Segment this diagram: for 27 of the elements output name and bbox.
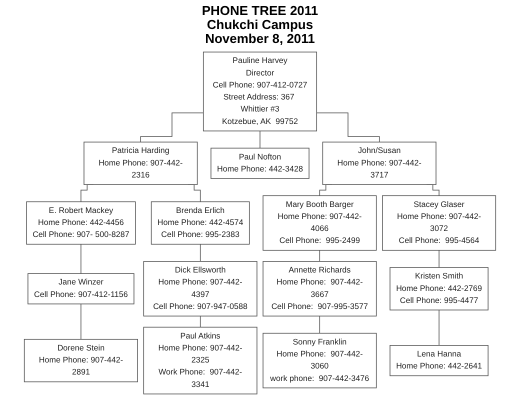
node-box: Dick Ellsworth Home Phone: 907-442-4397 Cell Phone: 907-947-0588: [143, 261, 258, 316]
node-box: Jane Winzer Cell Phone: 907-412-1156: [28, 273, 134, 304]
connector: [140, 112, 204, 142]
connector: [319, 250, 320, 262]
node-box: Paul Atkins Home Phone: 907-442-2325 Work Phone: 907-442-3341: [143, 326, 258, 394]
connector: [80, 304, 82, 340]
connector: [200, 316, 201, 328]
node-box: Pauline Harvey Director Cell Phone: 907-412-0727 Street Address: 367 Whittier #3 Kotzebue, AK 99752: [202, 52, 318, 132]
node-box: Lena Hanna Home Phone: 442-2641: [390, 345, 488, 376]
diagram-title: PHONE TREE 2011 Chukchi Campus November 8, 2011: [200, 4, 320, 46]
node-box: Brenda Erlich Home Phone: 442-4574 Cell Phone: 995-2383: [150, 201, 250, 245]
connector: [438, 250, 440, 268]
node-box: Paul Nofton Home Phone: 442-3428: [210, 148, 310, 179]
node-box: Patricia Harding Home Phone: 907-442-2316: [84, 142, 198, 185]
connector: [200, 244, 201, 262]
node-box: Sonny Franklin Home Phone: 907-442-3060 work phone: 907-442-3476: [262, 332, 377, 388]
connector: [319, 316, 320, 334]
node-box: Kristen Smith Home Phone: 442-2769 Cell Phone: 995-4477: [390, 267, 488, 310]
connector: [438, 310, 440, 346]
node-box: Dorene Stein Home Phone: 907-442-2891: [24, 338, 138, 382]
node-box: E. Robert Mackey Home Phone: 442-4456 Cell Phone: 907- 500-8287: [26, 201, 136, 245]
node-box: John/Susan Home Phone: 907-442-3717: [322, 142, 436, 185]
connector: [316, 112, 380, 142]
node-box: Stacey Glaser Home Phone: 907-442-3072 Cell Phone: 995-4564: [382, 195, 496, 251]
connector: [80, 244, 82, 274]
node-box: Annette Richards Home Phone: 907-442-3667 Cell Phone: 907-995-3577: [262, 261, 377, 316]
node-box: Mary Booth Barger Home Phone: 907-442-4066 Cell Phone: 995-2499: [262, 195, 377, 251]
